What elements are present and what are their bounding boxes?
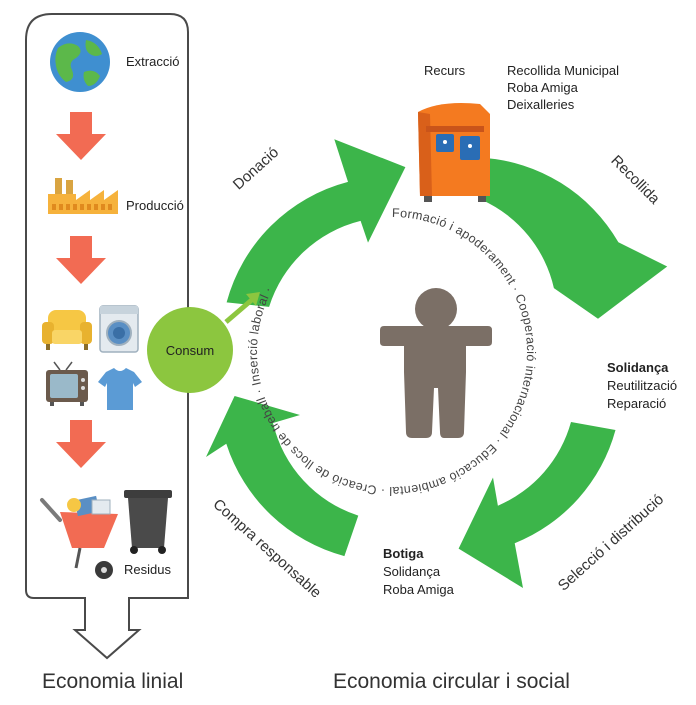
down-arrow-icon bbox=[56, 420, 106, 468]
consum-label: Consum bbox=[166, 343, 214, 358]
step-residus-label: Residus bbox=[124, 562, 171, 577]
down-arrow-icon bbox=[56, 112, 106, 160]
solidanca-item: Reutilització bbox=[607, 378, 677, 393]
circular-title: Economia circular i social bbox=[333, 670, 570, 693]
recurs-item: Recollida Municipal bbox=[507, 63, 619, 78]
trash-bin-icon bbox=[124, 490, 172, 554]
step-produccio-label: Producció bbox=[126, 198, 184, 213]
down-arrow-icon bbox=[56, 236, 106, 284]
factory-icon bbox=[48, 178, 118, 214]
botiga-item: Solidança bbox=[383, 564, 441, 579]
washing-machine-icon bbox=[99, 305, 139, 353]
solidanca-item: Reparació bbox=[607, 396, 666, 411]
arrow-label-seleccio: Selecció i distribució bbox=[555, 491, 667, 595]
linear-title: Economia linial bbox=[42, 670, 183, 693]
donation-container-icon bbox=[418, 103, 490, 202]
arrow-recollida bbox=[482, 157, 668, 319]
solidanca-title: Solidança bbox=[607, 360, 669, 375]
globe-icon bbox=[50, 32, 110, 92]
wheelbarrow-icon bbox=[40, 495, 118, 579]
consum-node bbox=[147, 292, 260, 393]
step-extraccio-label: Extracció bbox=[126, 54, 179, 69]
recurs-title: Recurs bbox=[424, 63, 466, 78]
tshirt-icon bbox=[98, 368, 142, 410]
arrow-label-donacio: Donació bbox=[230, 144, 282, 193]
person-icon bbox=[380, 288, 492, 438]
armchair-icon bbox=[42, 310, 92, 350]
arrow-donacio bbox=[226, 139, 406, 307]
arrow-compra bbox=[206, 396, 359, 557]
botiga-item: Roba Amiga bbox=[383, 582, 455, 597]
linear-panel-outline bbox=[25, 13, 189, 660]
botiga-title: Botiga bbox=[383, 546, 424, 561]
arrow-label-recollida: Recollida bbox=[607, 152, 663, 208]
cycle-arrows bbox=[206, 139, 668, 588]
recurs-item: Roba Amiga bbox=[507, 80, 579, 95]
recurs-item: Deixalleries bbox=[507, 97, 575, 112]
tv-icon bbox=[46, 361, 88, 406]
arrow-seleccio bbox=[458, 422, 616, 588]
